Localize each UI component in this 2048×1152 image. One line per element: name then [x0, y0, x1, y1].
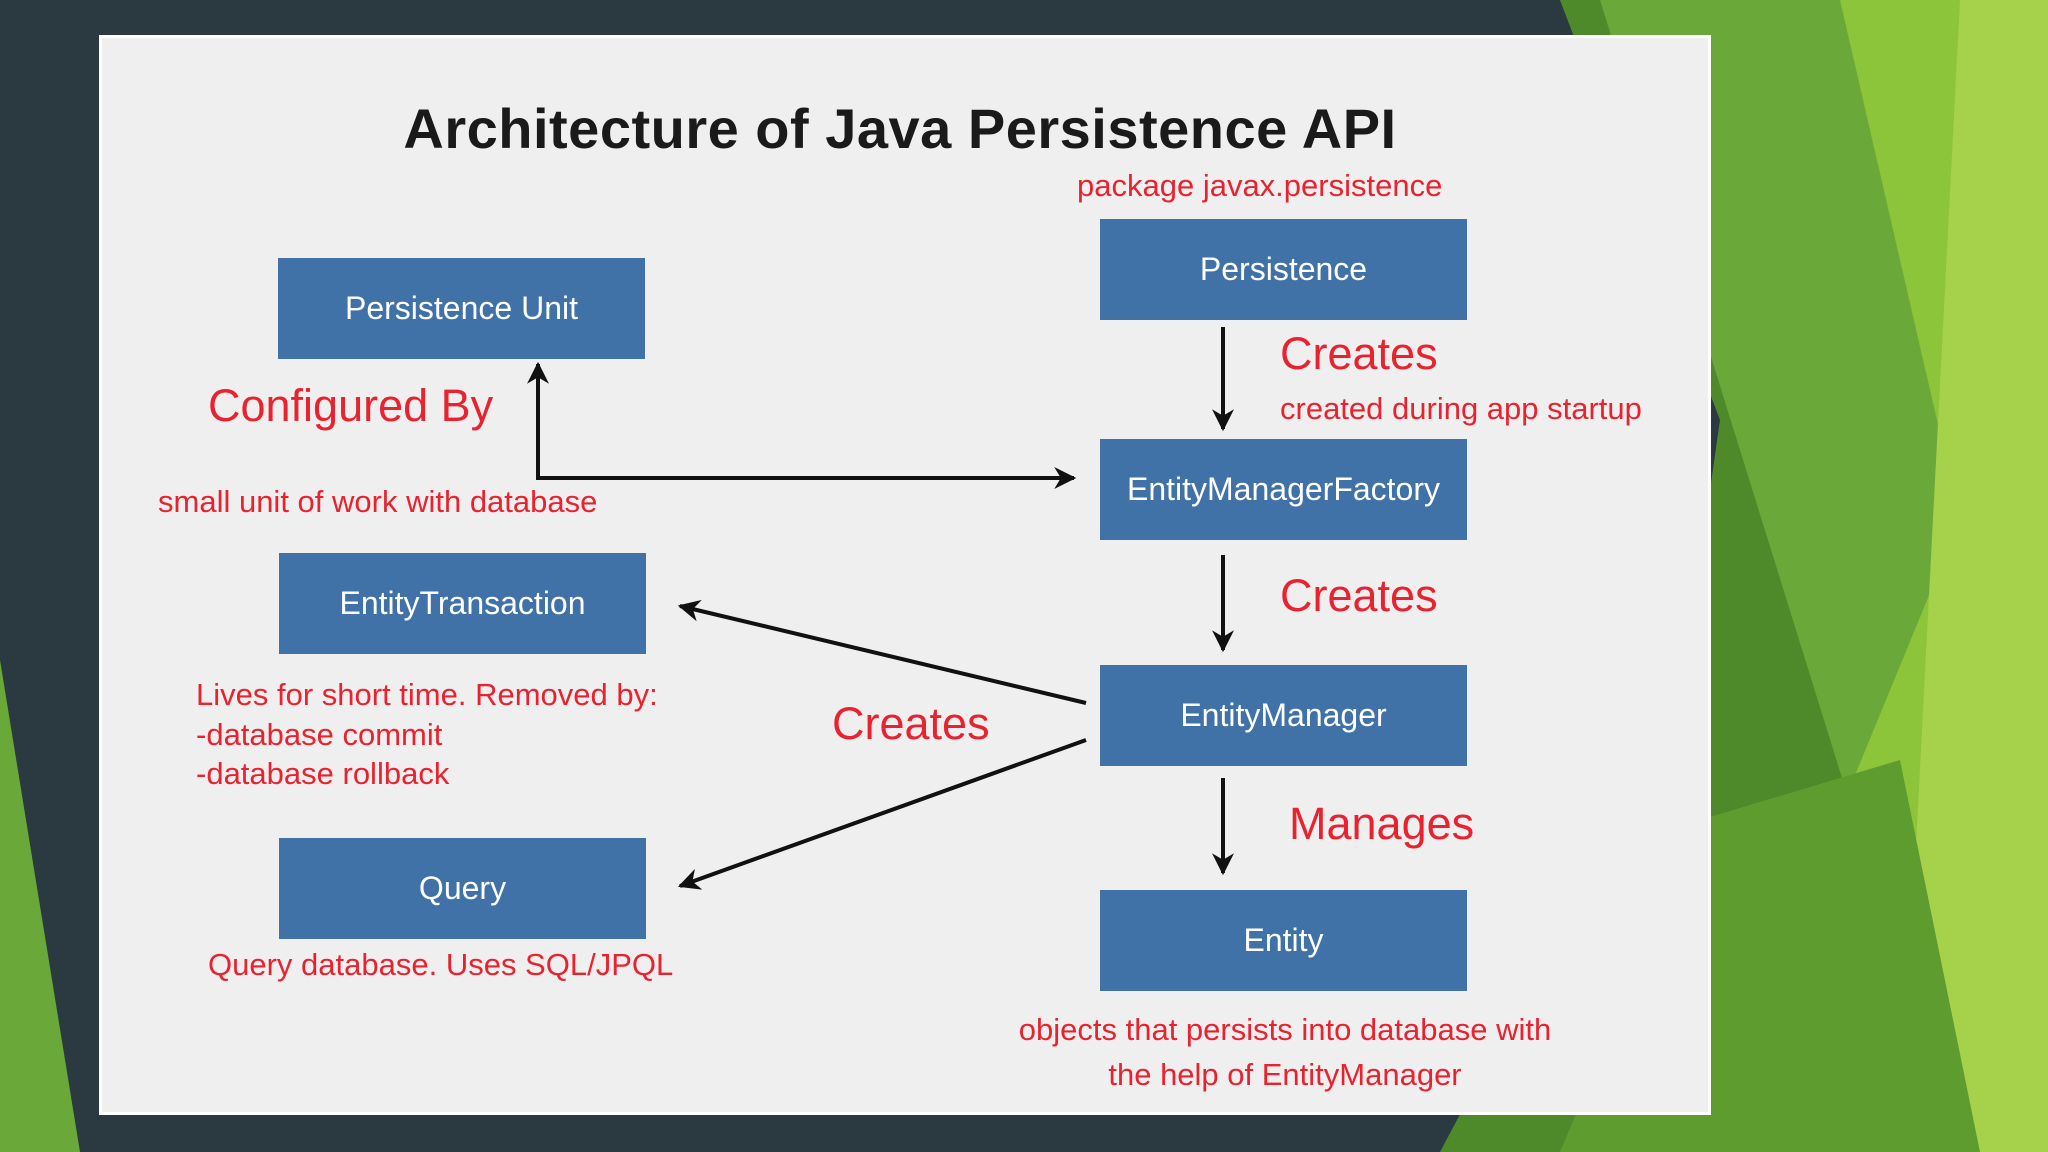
manager-to-query-arrow	[677, 738, 1087, 890]
diagram-title: Architecture of Java Persistence API	[403, 97, 1397, 160]
package-note: package javax.persistence	[1077, 168, 1443, 203]
transaction-note: Lives for short time. Removed by: -datab…	[196, 675, 658, 794]
entity-note-line-1: objects that persists into database with	[1018, 1012, 1552, 1047]
creates-factory-label: Creates	[1280, 328, 1438, 379]
entity-box: Entity	[1100, 890, 1467, 991]
startup-note: created during app startup	[1280, 391, 1642, 426]
transaction-note-line-2: -database commit	[196, 716, 443, 752]
query-box: Query	[279, 838, 646, 939]
manager-to-transaction-arrow	[677, 599, 1087, 705]
creates-transaction-query-label: Creates	[832, 698, 990, 749]
entity-manager-box: EntityManager	[1100, 665, 1467, 766]
arrow-layer	[527, 327, 1234, 890]
entity-note: objects that persists into database with…	[982, 1008, 1588, 1098]
creates-manager-label: Creates	[1280, 570, 1438, 621]
entity-transaction-box: EntityTransaction	[279, 553, 646, 654]
entity-manager-factory-box: EntityManagerFactory	[1100, 439, 1467, 540]
configured-by-arrow	[527, 361, 1077, 489]
transaction-note-line-3: -database rollback	[196, 756, 450, 792]
transaction-note-line-1: Lives for short time. Removed by:	[196, 677, 658, 712]
manages-label: Manages	[1289, 798, 1475, 849]
unit-of-work-note: small unit of work with database	[158, 484, 598, 519]
diagram-canvas: Architecture of Java Persistence API pac…	[99, 35, 1711, 1115]
query-note: Query database. Uses SQL/JPQL	[208, 947, 674, 982]
configured-by-label: Configured By	[208, 380, 494, 431]
persistence-unit-box: Persistence Unit	[278, 258, 645, 359]
entity-note-line-2: the help of EntityManager	[1108, 1056, 1462, 1092]
persistence-box: Persistence	[1100, 219, 1467, 320]
